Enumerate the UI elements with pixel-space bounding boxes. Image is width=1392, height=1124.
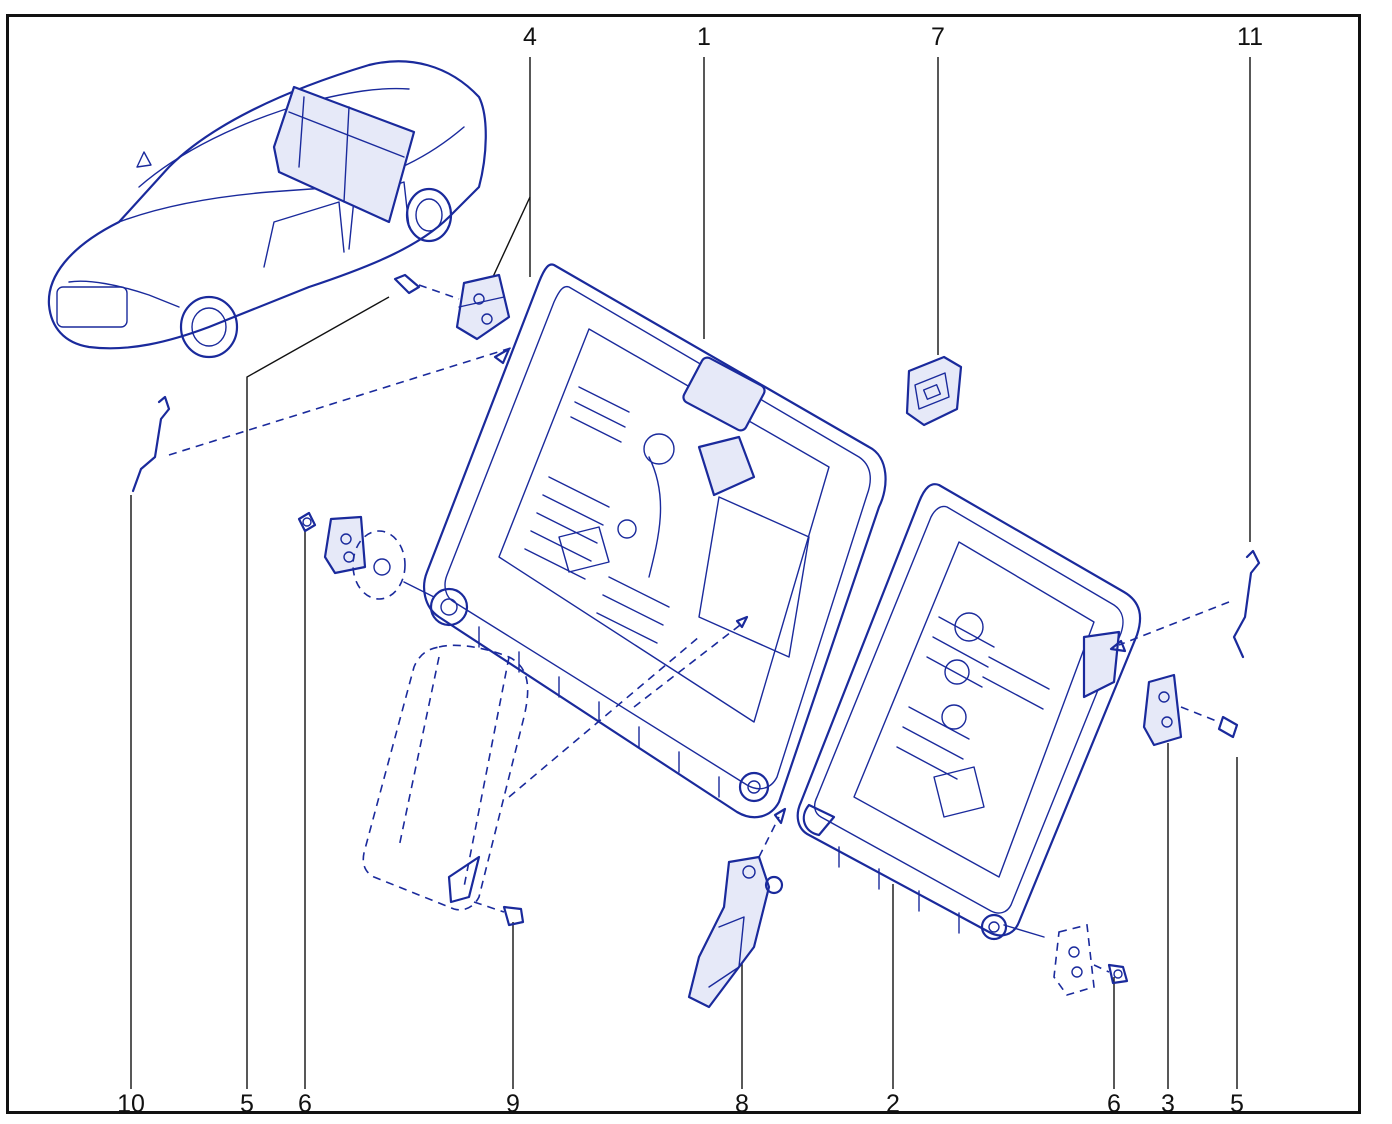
callout-3-bottom: 3 [1161,1090,1175,1118]
diagram-frame: 4 1 7 11 10 5 6 9 8 2 6 3 5 [6,14,1361,1118]
callout-1-top: 1 [697,23,711,51]
headrest-guide-right [1109,549,1261,659]
callout-6-bottom-right: 6 [1107,1090,1121,1118]
seatback-frame-large [423,263,887,819]
callout-6-bottom-left: 6 [298,1090,312,1118]
callout-11-top: 11 [1237,23,1263,51]
recliner-assembly-left [297,511,435,600]
exploded-seat-diagram [47,57,1261,1089]
callout-9-bottom: 9 [506,1090,520,1118]
callout-10-bottom: 10 [117,1090,145,1118]
callout-4-top: 4 [523,23,537,51]
callout-7-top: 7 [931,23,945,51]
car-icon [47,60,487,359]
hinge-bracket-upper [393,273,511,365]
recliner-assembly-right [1003,924,1129,996]
headrest-guide-left [131,346,515,493]
armrest-cushion [362,636,700,927]
leader-lines [130,57,1251,1089]
pivot-bracket [687,807,787,1009]
hinge-bracket-right [1142,673,1239,747]
latch-module [905,355,963,427]
callout-5-bottom-right: 5 [1230,1090,1244,1118]
callout-8-bottom: 8 [735,1090,749,1118]
callout-5-bottom-left: 5 [240,1090,254,1118]
callout-2-bottom: 2 [886,1090,900,1118]
